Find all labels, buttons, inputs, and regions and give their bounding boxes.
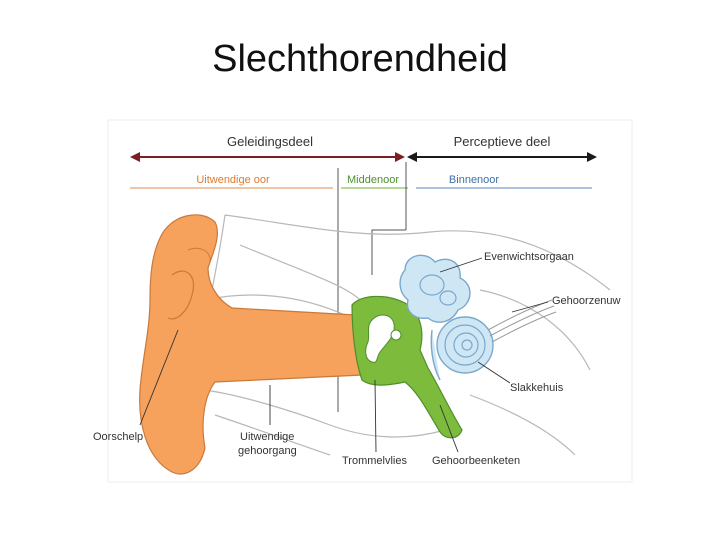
label-pinna: Oorschelp <box>93 431 143 443</box>
label-vestibular: Evenwichtsorgaan <box>484 251 574 263</box>
pinna-fold <box>167 270 194 320</box>
conduction-arrow <box>130 152 405 162</box>
region-inner: Binnenoor <box>449 174 499 186</box>
header-perception: Perceptieve deel <box>454 134 551 149</box>
cochlea-spiral <box>444 324 486 366</box>
ossicles <box>365 314 395 363</box>
label-nerve: Gehoorzenuw <box>552 295 621 307</box>
label-canal-line2: gehoorgang <box>238 445 297 457</box>
header-conduction: Geleidingsdeel <box>227 134 313 149</box>
leader-lines <box>139 257 549 453</box>
region-middle: Middenoor <box>347 174 399 186</box>
semicircular-canals <box>419 274 457 306</box>
label-canal-line1: Uitwendige <box>240 431 294 443</box>
temporal-bone-outline <box>204 214 611 456</box>
region-outer: Uitwendige oor <box>196 174 270 186</box>
label-eardrum: Trommelvlies <box>342 455 407 467</box>
stapes <box>390 329 402 341</box>
perception-arrow <box>407 152 597 162</box>
outer-ear <box>139 214 363 475</box>
label-ossicles: Gehoorbeenketen <box>432 455 520 467</box>
slide-title: Slechthorendheid <box>212 38 508 80</box>
divider-middle-inner-step <box>371 229 406 275</box>
label-cochlea: Slakkehuis <box>510 382 564 394</box>
pinna-fold-top <box>187 247 211 263</box>
